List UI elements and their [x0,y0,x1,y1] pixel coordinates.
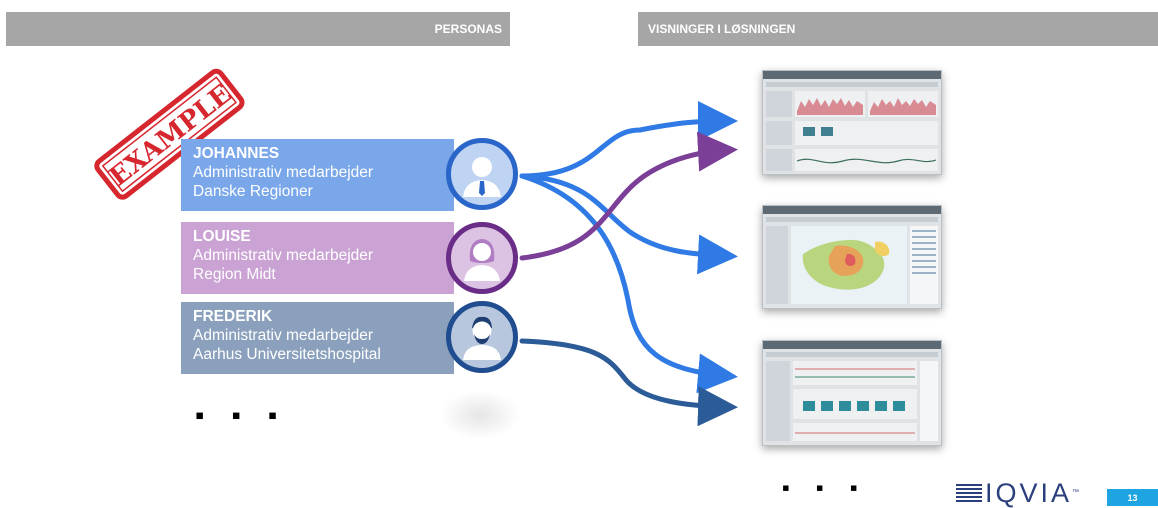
female-avatar-icon [446,222,518,294]
dashboard-thumbnail-timeline[interactable] [762,340,942,446]
personas-header-label: PERSONAS [434,22,502,36]
persona-org: Aarhus Universitetshospital [193,346,381,363]
views-header: VISNINGER I LØSNINGEN [638,12,1158,46]
persona-org: Danske Regioner [193,183,313,200]
page-number: 13 [1107,489,1158,506]
persona-card-louise: LOUISE Administrativ medarbejder Region … [181,222,454,294]
arrow-johannes-view2 [519,173,738,275]
persona-role: Administrativ medarbejder [193,327,374,344]
arrow-frederik-view3 [519,338,738,427]
arrow-louise-view1 [519,131,738,261]
persona-role: Administrativ medarbejder [193,247,374,264]
male-avatar-icon [446,138,518,210]
arrow-johannes-view1 [519,101,738,179]
persona-org: Region Midt [193,266,276,283]
dashboard-thumbnail-map[interactable] [762,205,942,309]
bearded-man-avatar-icon [446,301,518,373]
logo-text: IQVIA [985,478,1073,508]
persona-name: JOHANNES [193,145,280,162]
placeholder-avatar-shadow [440,390,520,440]
persona-name: LOUISE [193,228,251,245]
persona-role: Administrativ medarbejder [193,164,374,181]
personas-header: PERSONAS [6,12,510,46]
logo-tm: ™ [1072,489,1083,496]
views-header-label: VISNINGER I LØSNINGEN [648,22,796,36]
persona-name: FREDERIK [193,308,273,325]
more-personas-ellipsis: ▪ ▪ ▪ [195,400,288,430]
persona-card-frederik: FREDERIK Administrativ medarbejder Aarhu… [181,302,454,374]
arrow-johannes-view3 [519,173,738,394]
dashboard-thumbnail-overview[interactable] [762,70,942,175]
persona-card-johannes: JOHANNES Administrativ medarbejder Dansk… [181,139,454,211]
iqvia-lines-icon [956,484,982,502]
more-views-ellipsis: ▪ ▪ ▪ [782,475,868,500]
